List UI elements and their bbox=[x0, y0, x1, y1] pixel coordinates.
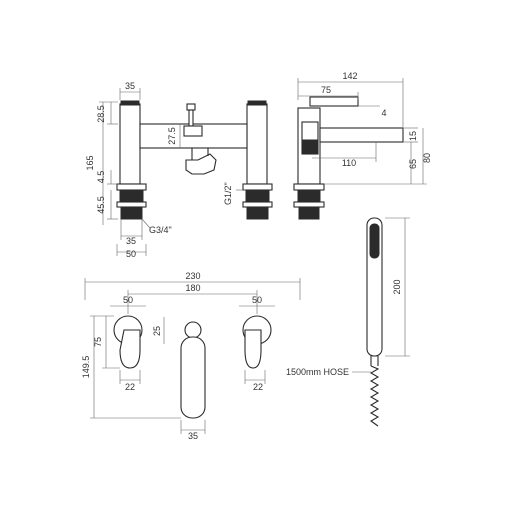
wall-spout bbox=[180, 336, 206, 419]
dim-wall-centre-gap: 25 bbox=[152, 326, 162, 336]
dim-wall-left-handle: 50 bbox=[123, 295, 133, 305]
dim-wall-spout-width: 35 bbox=[188, 431, 198, 441]
dim-front-total-height: 165 bbox=[85, 155, 95, 170]
dim-side-handle-offset: 4 bbox=[381, 108, 386, 118]
right-pillar bbox=[246, 103, 268, 185]
left-pillar bbox=[119, 103, 141, 185]
handset-view: 200 1500mm HOSE bbox=[286, 217, 410, 427]
dim-wall-right-handle: 50 bbox=[252, 295, 262, 305]
wall-centre-boss bbox=[184, 321, 202, 339]
diverter-knob bbox=[186, 103, 196, 111]
shower-hose bbox=[369, 365, 380, 427]
wall-view: 230 180 50 50 25 149.5 75 22 22 bbox=[81, 271, 301, 441]
dim-side-spout-height: 65 bbox=[408, 159, 418, 169]
wall-left-lever bbox=[119, 329, 141, 369]
thread-spec-right: G1/2" bbox=[223, 182, 233, 205]
dim-front-spout-height: 27.5 bbox=[167, 127, 177, 145]
dim-side-spout-reach: 110 bbox=[342, 158, 356, 168]
wall-right-lever bbox=[244, 329, 262, 369]
dim-wall-right-lever: 22 bbox=[253, 382, 263, 392]
dim-side-total-depth: 142 bbox=[342, 71, 357, 81]
left-base-plate bbox=[116, 183, 147, 191]
handset-spray-face bbox=[369, 223, 380, 259]
dim-wall-total-height: 149.5 bbox=[81, 356, 91, 379]
side-spout bbox=[319, 127, 404, 143]
side-thread bbox=[297, 189, 321, 203]
side-handle bbox=[309, 96, 359, 107]
right-base-plate bbox=[242, 183, 273, 191]
dim-wall-total-width: 230 bbox=[185, 271, 200, 281]
hose-label: 1500mm HOSE bbox=[286, 367, 349, 377]
dim-front-deck-gap: 4.5 bbox=[96, 171, 106, 184]
dim-front-thread-length: 45.5 bbox=[96, 196, 106, 214]
left-pillar-cap bbox=[120, 100, 140, 106]
diverter-head bbox=[183, 125, 203, 137]
side-view: 142 75 4 15 110 65 80 bbox=[293, 71, 432, 220]
dim-wall-left-lever: 22 bbox=[125, 382, 135, 392]
dim-front-thread-width: 35 bbox=[126, 236, 136, 246]
dim-side-top-gap: 15 bbox=[408, 131, 418, 141]
dim-front-top-height: 28.5 bbox=[96, 105, 106, 123]
diverter-stem bbox=[188, 109, 194, 127]
dim-handset-height: 200 bbox=[392, 279, 402, 294]
front-view: 35 165 28.5 4.5 45.5 27.5 35 50 G3/4" G bbox=[85, 81, 273, 259]
dim-side-handle-depth: 75 bbox=[321, 85, 331, 95]
thread-spec-left: G3/4" bbox=[149, 225, 172, 235]
right-pillar-cap bbox=[247, 100, 267, 106]
dim-side-total-height: 80 bbox=[422, 153, 432, 163]
dim-front-top-width: 35 bbox=[125, 81, 135, 91]
dim-front-base-width: 50 bbox=[126, 249, 136, 259]
dim-wall-centres: 180 bbox=[185, 283, 200, 293]
hose-outlet bbox=[185, 153, 217, 175]
left-thread bbox=[119, 189, 144, 203]
side-base-plate bbox=[293, 183, 325, 191]
dim-wall-handle-height: 75 bbox=[93, 337, 103, 347]
right-thread bbox=[245, 189, 270, 203]
